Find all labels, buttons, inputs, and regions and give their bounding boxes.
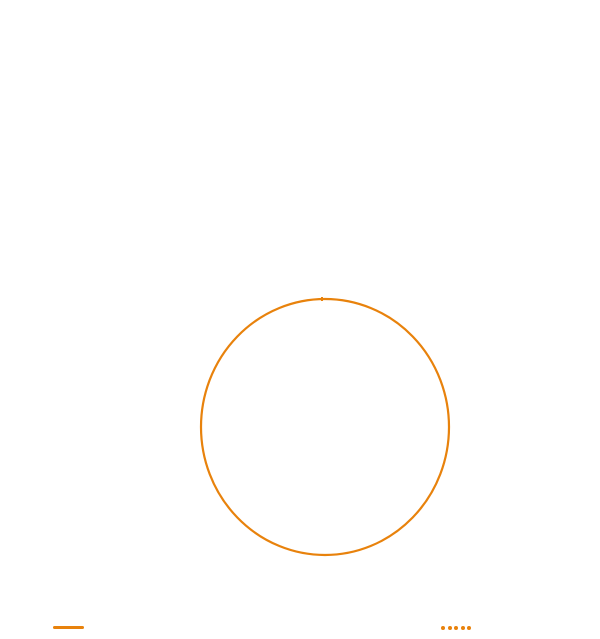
dotted-line-dot <box>467 626 471 630</box>
dotted-line-dot <box>447 626 452 630</box>
solid-line-indicator <box>53 626 84 629</box>
circle-outline <box>199 297 451 557</box>
dotted-line-indicator <box>441 626 471 630</box>
dotted-line-dot <box>441 626 445 630</box>
dotted-line-dot <box>454 626 458 630</box>
dotted-line-dot <box>460 626 465 630</box>
